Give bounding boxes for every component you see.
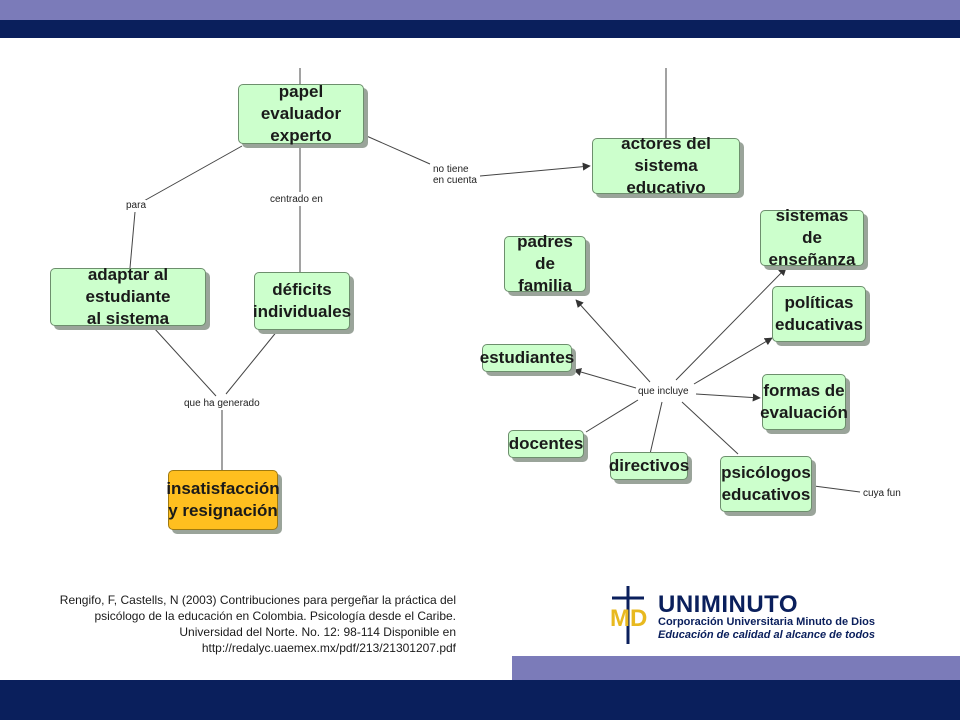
- connector-incluye-estudiantes: [573, 368, 637, 389]
- node-papel-evaluador: papel evaluador experto: [238, 82, 364, 145]
- connector-psicologos-cuyafun: [813, 485, 861, 493]
- node-directivos: directivos: [609, 452, 689, 480]
- node-insatisfaccion: insatisfacción y resignación: [166, 470, 280, 530]
- concept-map-connectors: [129, 68, 861, 493]
- concept-map: papel evaluador experto adaptar al estud…: [46, 68, 902, 550]
- connector-deficits-generado: [225, 329, 279, 395]
- node-formas-evaluacion: formas de evaluación: [760, 374, 848, 430]
- label-cuya-fun: cuya fun: [863, 488, 901, 499]
- citation-line-1: Rengifo, F, Castells, N (2003) Contribuc…: [59, 593, 456, 607]
- connector-incluye-directivos: [649, 401, 663, 455]
- connector-incluye-politicas: [693, 337, 773, 385]
- node-psicologos-educativos: psicólogos educativos: [720, 456, 812, 512]
- label-no-tiene-en-cuenta: no tiene en cuenta: [433, 164, 477, 186]
- connector-notiene-actores: [479, 162, 591, 177]
- connector-incluye-sistemas: [675, 267, 787, 381]
- label-que-incluye: que incluye: [638, 386, 689, 397]
- uniminuto-logo-tagline: Educación de calidad al alcance de todos: [658, 629, 876, 641]
- citation-line-2: psicólogo de la educación en Colombia. P…: [94, 609, 456, 623]
- node-adaptar-estudiante: adaptar al estudiante al sistema: [50, 265, 206, 328]
- label-que-ha-generado: que ha generado: [184, 398, 260, 409]
- citation-line-4: http://redalyc.uaemex.mx/pdf/213/2130120…: [201, 641, 456, 655]
- connector-papel-para: [141, 145, 243, 203]
- uniminuto-logo-mark-icon: MD: [610, 586, 647, 644]
- label-para: para: [126, 200, 147, 211]
- bottom-band-dark: [0, 680, 960, 720]
- connector-papel-notiene: [361, 133, 431, 165]
- connector-incluye-formas: [695, 393, 761, 402]
- node-actores-sistema: actores del sistema educativo: [592, 134, 740, 197]
- citation-line-3: Universidad del Norte. No. 12: 98-114 Di…: [179, 625, 456, 639]
- top-band-light: [0, 0, 960, 20]
- node-deficits-individuales: déficits individuales: [253, 272, 351, 330]
- connector-incluye-padres: [575, 299, 651, 383]
- top-band-dark: [0, 20, 960, 38]
- node-estudiantes: estudiantes: [480, 344, 574, 372]
- uniminuto-logo-mark-text: MD: [610, 605, 647, 632]
- connector-para-adaptar: [129, 211, 136, 269]
- node-sistemas-ensenanza: sistemas de enseñanza: [760, 206, 864, 269]
- label-centrado-en: centrado en: [270, 194, 323, 205]
- node-politicas-educativas: políticas educativas: [772, 286, 866, 342]
- bottom-band-light: [512, 656, 960, 680]
- connector-incluye-docentes: [585, 399, 639, 433]
- connector-incluye-psicologos: [681, 401, 739, 455]
- uniminuto-logo-subtitle: Corporación Universitaria Minuto de Dios: [658, 616, 875, 628]
- uniminuto-logo-name: UNIMINUTO: [658, 591, 799, 618]
- node-docentes: docentes: [508, 430, 584, 458]
- uniminuto-logo: MD UNIMINUTO Corporación Universitaria M…: [608, 584, 888, 646]
- citation: Rengifo, F, Castells, N (2003) Contribuc…: [14, 592, 456, 656]
- node-padres-familia: padres de familia: [504, 232, 586, 295]
- connector-adaptar-generado: [153, 327, 217, 397]
